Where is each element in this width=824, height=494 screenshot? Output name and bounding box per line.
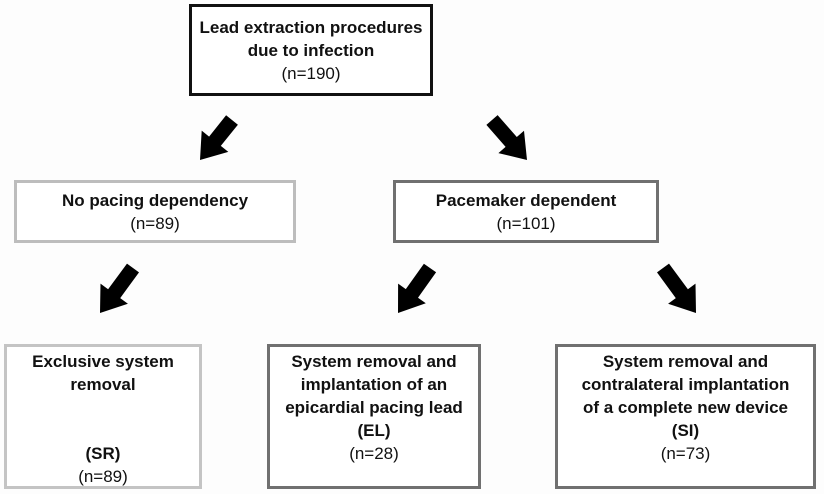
node-el-line-3: epicardial pacing lead	[285, 398, 463, 417]
node-root: Lead extraction procedures due to infect…	[189, 4, 433, 96]
node-sr-line-2: removal	[70, 375, 136, 394]
node-no-pacing: No pacing dependency (n=89)	[14, 180, 296, 243]
node-sr-abbr: (SR)	[85, 444, 121, 463]
node-el-line-1: System removal and	[291, 352, 457, 371]
node-si: System removal and contralateral implant…	[555, 344, 816, 489]
node-no-pacing-count: (n=89)	[130, 214, 180, 233]
node-el-abbr: (EL)	[357, 421, 391, 440]
node-el-line-2: implantation of an	[300, 375, 448, 394]
arrow-root-to-no_pacing-icon	[200, 115, 238, 160]
node-sr-line-1: Exclusive system	[32, 352, 174, 371]
node-el-count: (n=28)	[349, 444, 399, 463]
arrow-root-to-pacemaker-icon	[486, 115, 527, 160]
node-pacemaker: Pacemaker dependent (n=101)	[393, 180, 659, 243]
arrow-no_pacing-to-sr-icon	[100, 263, 139, 313]
arrow-pacemaker-to-el-icon	[398, 263, 437, 313]
node-root-count: (n=190)	[281, 64, 341, 83]
node-root-line-1: Lead extraction procedures	[199, 18, 423, 37]
node-pacemaker-title: Pacemaker dependent	[435, 191, 617, 210]
node-sr: Exclusive system removal (SR) (n=89)	[4, 344, 202, 489]
node-si-line-2: contralateral implantation	[581, 375, 790, 394]
node-no-pacing-title: No pacing dependency	[61, 191, 249, 210]
node-el: System removal and implantation of an ep…	[267, 344, 481, 489]
arrow-pacemaker-to-si-icon	[657, 263, 696, 313]
node-sr-count: (n=89)	[78, 467, 128, 486]
node-si-abbr: (SI)	[671, 421, 700, 440]
node-si-count: (n=73)	[660, 444, 711, 463]
node-pacemaker-count: (n=101)	[496, 214, 556, 233]
node-si-line-1: System removal and	[602, 352, 769, 371]
node-root-line-2: due to infection	[247, 41, 375, 60]
node-si-line-3: of a complete new device	[582, 398, 788, 417]
